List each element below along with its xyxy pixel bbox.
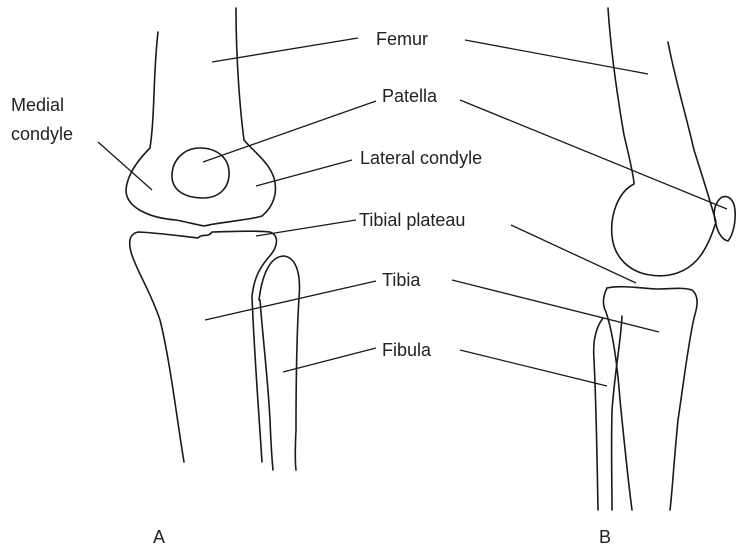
- label-fibula: Fibula: [382, 340, 432, 360]
- label-lateral-condyle: Lateral condyle: [360, 148, 482, 168]
- label-medial-condyle-2: condyle: [11, 124, 73, 144]
- fibula-leader-b: [460, 350, 607, 386]
- tibia-leader-a: [205, 281, 376, 320]
- labels: Femur Patella Medial condyle Lateral con…: [11, 29, 611, 547]
- lateral-condyle-leader: [256, 160, 352, 186]
- patella-leader-a: [203, 101, 376, 162]
- view-label-b: B: [599, 527, 611, 547]
- view-a-bones: [126, 8, 299, 470]
- label-tibia: Tibia: [382, 270, 421, 290]
- femur-leader-b: [465, 40, 648, 74]
- label-femur: Femur: [376, 29, 428, 49]
- tibial-plateau-leader-a: [256, 220, 356, 236]
- patella-leader-b: [460, 100, 727, 209]
- medial-condyle-leader: [98, 142, 152, 190]
- fibula-b-outline: [594, 318, 603, 510]
- femur-b-outline: [608, 8, 716, 276]
- femur-leader-a: [212, 38, 358, 62]
- fibula-a-inner: [260, 300, 273, 470]
- view-label-a: A: [153, 527, 165, 547]
- view-b-bones: [594, 8, 736, 510]
- femur-a-outline: [126, 8, 276, 226]
- patella-b-outline: [714, 197, 735, 241]
- label-patella: Patella: [382, 86, 438, 106]
- label-tibial-plateau: Tibial plateau: [359, 210, 465, 230]
- label-medial-condyle-1: Medial: [11, 95, 64, 115]
- tibia-a-outline: [130, 231, 277, 462]
